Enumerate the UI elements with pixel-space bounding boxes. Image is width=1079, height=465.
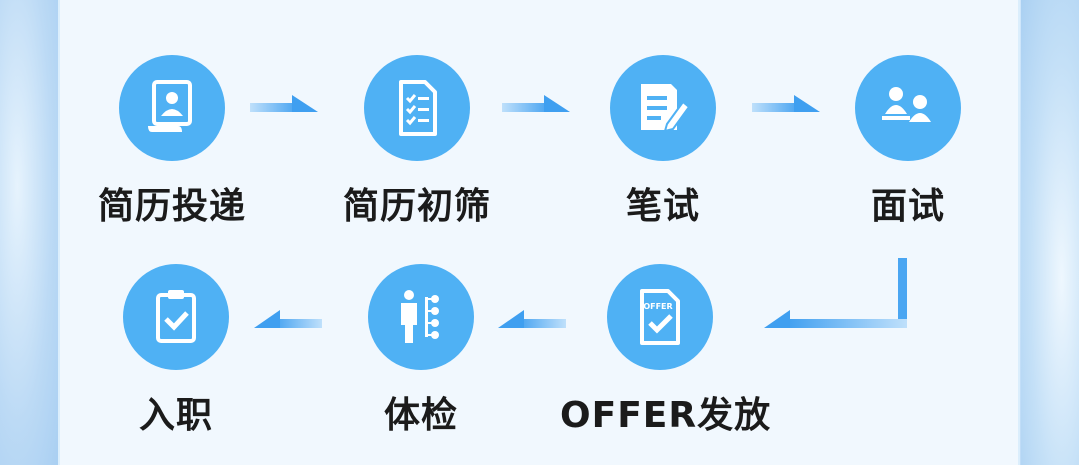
arrow-offer-to-physical-exam (498, 310, 566, 328)
resume-icon (119, 55, 225, 161)
step-label: 入职 (138, 395, 213, 436)
clipboard-check-icon (123, 264, 229, 370)
arrow-written-test-to-interview (752, 95, 820, 112)
step-label: 简历投递 (97, 186, 246, 227)
pen-document-icon (610, 55, 716, 161)
step-label: 体检 (383, 395, 458, 436)
step-label: OFFER发放 (560, 395, 772, 436)
step-label: 简历初筛 (342, 186, 491, 227)
step-written-test: 笔试 (563, 55, 763, 229)
step-label: 面试 (870, 186, 945, 227)
checklist-icon (364, 55, 470, 161)
step-resume-submission: 简历投递 (72, 55, 272, 229)
step-physical-exam: 体检 (321, 264, 521, 438)
offer-document-icon: OFFER (607, 264, 713, 370)
recruitment-process-panel (58, 0, 1020, 465)
physical-exam-icon (368, 264, 474, 370)
right-decorative-edge (1021, 0, 1079, 465)
step-interview: 面试 (808, 55, 1008, 229)
step-onboarding: 入职 (76, 264, 276, 438)
arrow-physical-exam-to-onboarding (254, 310, 322, 328)
step-resume-screening: 简历初筛 (317, 55, 517, 229)
offer-icon-text: OFFER (643, 302, 672, 311)
arrow-interview-to-offer (764, 258, 907, 328)
step-offer-issuance: OFFER OFFER发放 (560, 264, 772, 438)
arrow-screening-to-written-test (502, 95, 570, 112)
interview-icon (855, 55, 961, 161)
arrow-resume-to-screening (250, 95, 318, 112)
left-decorative-edge (0, 0, 58, 465)
step-label: 笔试 (625, 186, 700, 227)
